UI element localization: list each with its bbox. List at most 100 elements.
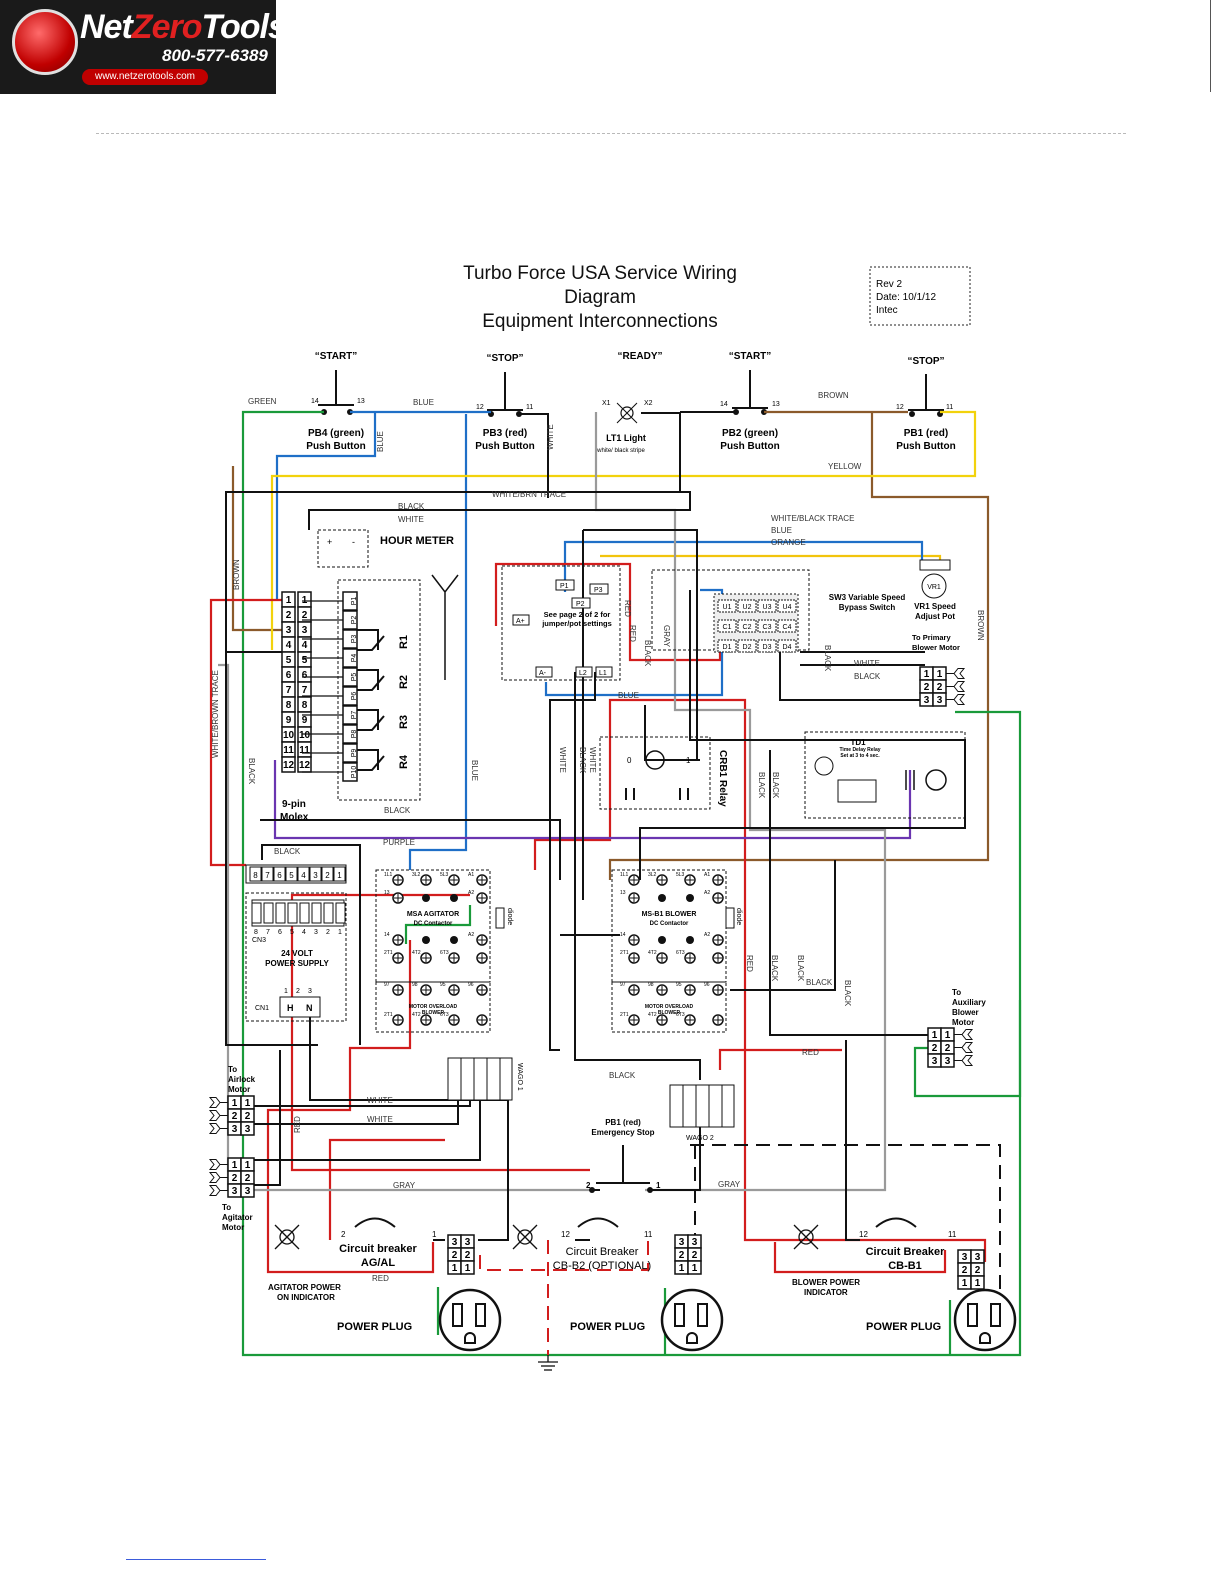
pb1-label: “STOP” (907, 356, 944, 367)
cb-b2-1: Circuit Breaker (566, 1246, 639, 1258)
power-supply: CN3 24 VOLT POWER SUPPLY CN1 (245, 864, 347, 1022)
wires-dashed (479, 1144, 1001, 1355)
sw3-terminal (737, 619, 757, 633)
wire-label-black: BLACK (796, 955, 805, 982)
sw3-terminal-label: C1 (723, 624, 732, 631)
netzerotools-logo[interactable]: NetZeroTools 800-577-6389 www.netzerotoo… (0, 0, 287, 94)
terminal-number: 3 (692, 1237, 698, 1248)
contactor-dot (658, 894, 666, 902)
wire-brown-right (608, 412, 990, 880)
pb3-t2: 11 (526, 404, 533, 411)
wire-label-blue: BLUE (470, 760, 479, 781)
power-plug-1: POWER PLUG (337, 1321, 412, 1333)
terminal-number: 3 (945, 1056, 951, 1067)
lt1-t1: X1 (602, 400, 611, 407)
airlock-2: Airlock (228, 1075, 256, 1084)
molex-pin-number: 9 (302, 715, 308, 726)
contactor-terminal-label: 4T2 (412, 1012, 421, 1018)
svg-text:12: 12 (561, 1230, 570, 1239)
contactor-terminal-label: 14 (620, 932, 626, 938)
wago1-label: WAGO 1 (516, 1063, 523, 1091)
estop-label-2: Emergency Stop (591, 1128, 654, 1137)
td1-time-delay: TD1 Time Delay Relay Set at 3 to 4 sec. (804, 731, 966, 819)
terminal-number: 2 (232, 1173, 238, 1184)
wire-gray-1 (594, 412, 887, 1192)
psu-cn3-pin (335, 902, 346, 924)
svg-text:1: 1 (432, 1230, 437, 1239)
terminal-cell (460, 1260, 475, 1275)
wire-label-black: BLACK (854, 672, 881, 681)
wire-label-black: BLACK (609, 1071, 636, 1080)
psu-cn3-pin-label: 8 (254, 929, 258, 936)
wire-gray-2 (218, 663, 590, 1192)
terminal-cell (970, 1275, 985, 1290)
svg-text:1: 1 (656, 1181, 661, 1190)
p-terminal-label: P1 (351, 597, 358, 606)
motor-lead-icon (208, 1172, 228, 1183)
terminal-number: 2 (924, 682, 930, 693)
motor-lead-icon (954, 1055, 974, 1066)
psu-top-pin (309, 866, 322, 882)
motor-lead-icon (208, 1159, 228, 1170)
psu-cn3-pin-label: 7 (266, 929, 270, 936)
terminal-number: 2 (465, 1250, 471, 1261)
sw3-terminal-label: U1 (723, 604, 732, 611)
plug-blade-right (990, 1303, 1001, 1327)
terminal-number: 2 (692, 1250, 698, 1261)
contactor-dot (422, 936, 430, 944)
switch-pb1: “STOP” 12 11 PB1 (red) Push Button (896, 356, 956, 452)
psu-top-pin-label: 8 (253, 871, 258, 880)
sw3-terminal (717, 639, 737, 653)
diagram-title: Turbo Force USA Service Wiring Diagram E… (463, 263, 737, 332)
sw3-terminal (777, 599, 797, 613)
psu-cn3-pin (323, 902, 334, 924)
contactor-terminal-label: 4T2 (412, 950, 421, 956)
msa-contactor: MSA AGITATOR DC Contactor MOTOR OVERLOAD… (375, 869, 513, 1033)
indicator-lamps (274, 1224, 819, 1250)
wire-label-purple: PURPLE (383, 838, 415, 847)
board-a-minus: A- (539, 670, 547, 677)
wire-label-red: RED (293, 1116, 302, 1133)
molex-label-1: 9-pin (282, 799, 306, 810)
terminal-number: 2 (962, 1265, 968, 1276)
pb3-name: PB3 (red) (483, 428, 527, 439)
contactor-dot (658, 936, 666, 944)
pb2-t2: 13 (772, 401, 780, 408)
contactor-terminal-label: A2 (704, 890, 710, 896)
aux-3: Blower (952, 1008, 979, 1017)
pb4-t2: 13 (357, 398, 365, 405)
sw3-terminal (737, 599, 757, 613)
pb4-t1: 14 (311, 398, 319, 405)
molex-pin-number: 12 (283, 760, 295, 771)
psu-cn3-pin (275, 902, 286, 924)
p-terminal-label: P7 (351, 711, 358, 720)
sw3-label: SW3 Variable Speed Bypass Switch (828, 593, 906, 612)
terminal-number: 2 (945, 1043, 951, 1054)
psu-top-pin-label: 2 (325, 871, 330, 880)
msb1-label-2: DC Contactor (650, 921, 689, 927)
psu-top-pin (321, 866, 334, 882)
td1-sub: Time Delay Relay Set at 3 to 4 sec. (839, 747, 881, 759)
terminal-number: 1 (232, 1160, 238, 1171)
contactor-terminal-label: A2 (468, 890, 474, 896)
psu-top-pin-label: 1 (337, 871, 342, 880)
pb1-name: PB1 (red) (904, 428, 948, 439)
contactor-terminal-label: 3L2 (648, 872, 657, 878)
agit-ind-2: ON INDICATOR (277, 1293, 335, 1302)
pb3-label: “STOP” (486, 353, 523, 364)
wire-red-lower (266, 940, 435, 1274)
terminal-cell (240, 1121, 255, 1136)
lt1-label: “READY” (617, 351, 662, 362)
molex-pin-number: 5 (286, 655, 292, 666)
psu-cn3-pin-label: 4 (302, 929, 306, 936)
wire-label-red: RED (372, 1274, 389, 1283)
terminal-number: 3 (245, 1124, 251, 1135)
contactor-terminal-label: 95 (440, 982, 446, 988)
board-a-plus: A+ (516, 618, 525, 625)
wire-red-contactor (290, 893, 590, 1172)
svg-text:11: 11 (948, 1230, 957, 1239)
contactor-terminal-label: 14 (384, 932, 390, 938)
contactor-dot (450, 894, 458, 902)
pb2-t1: 14 (720, 401, 728, 408)
